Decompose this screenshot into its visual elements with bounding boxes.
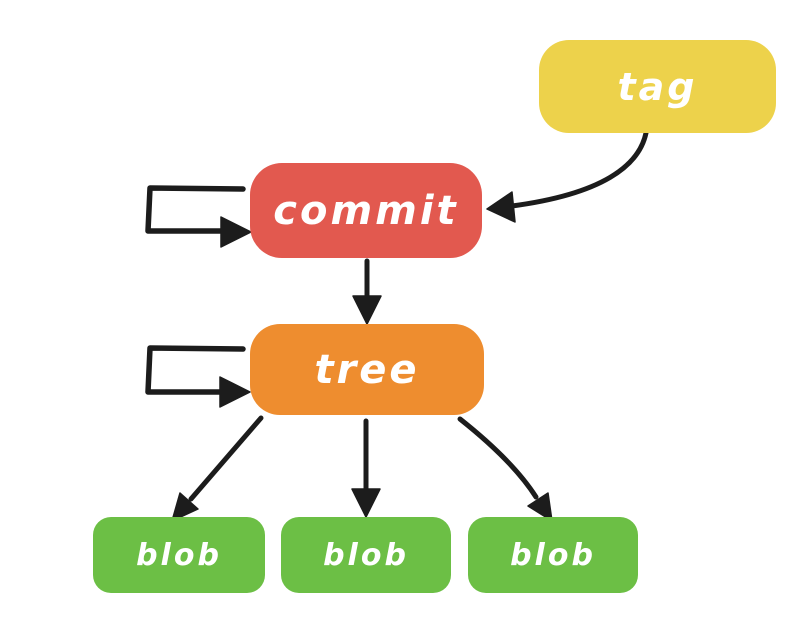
edge-commit-self-loop [145, 185, 252, 248]
edge-tree-to-blob2 [351, 418, 381, 518]
edge-commit-to-tree [352, 258, 382, 325]
node-blob-2: blob [281, 517, 451, 593]
node-blob-1: blob [93, 517, 265, 593]
edge-tree-to-blob3 [457, 416, 553, 522]
node-commit-label: commit [273, 187, 459, 234]
node-commit: commit [250, 163, 482, 258]
node-blob-2-label: blob [323, 537, 409, 573]
node-tag-label: tag [617, 64, 698, 109]
edge-tree-to-blob1 [171, 415, 264, 522]
node-tree: tree [250, 324, 484, 415]
node-blob-3: blob [468, 517, 638, 593]
node-blob-3-label: blob [510, 537, 596, 573]
node-tree-label: tree [314, 346, 420, 393]
node-tag: tag [539, 40, 776, 133]
edge-tree-self-loop [145, 345, 251, 408]
edge-tag-to-commit [486, 130, 649, 223]
node-blob-1-label: blob [136, 537, 222, 573]
